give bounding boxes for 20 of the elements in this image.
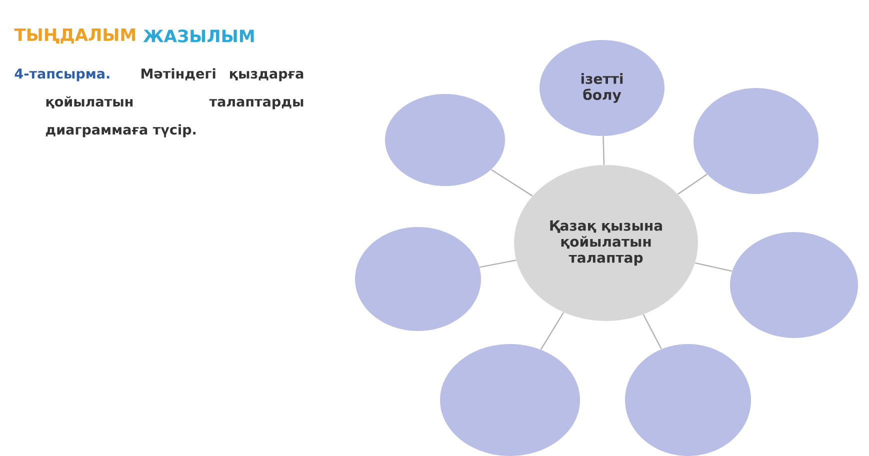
idea-circle xyxy=(385,94,505,186)
label: 4-тапсырма. xyxy=(14,68,110,82)
label: диаграммаға түсір. xyxy=(46,124,196,138)
connector-line xyxy=(479,260,516,268)
connector-line xyxy=(642,314,662,350)
idea-circle xyxy=(440,344,580,456)
idea-circle xyxy=(355,227,481,331)
connector-line xyxy=(694,262,732,272)
task-text: 4-тапсырма. Мәтіндегі қыздарға қойылатын талаптарды диаграммаға түсір. xyxy=(14,68,304,138)
connector-line xyxy=(540,312,564,350)
idea-circle xyxy=(730,232,858,338)
heading: ТЫҢДАЛЫМ xyxy=(14,28,136,44)
idea-circle xyxy=(694,88,818,194)
connector-line xyxy=(678,174,708,195)
heading: ЖАЗЫЛЫМ xyxy=(143,30,254,42)
idea-circle xyxy=(625,344,751,456)
connector-line xyxy=(602,136,605,165)
label: Мәтіндегі қыздарға xyxy=(142,68,304,82)
connector-line xyxy=(490,169,533,196)
label: қойылатын талаптарды xyxy=(46,96,304,110)
